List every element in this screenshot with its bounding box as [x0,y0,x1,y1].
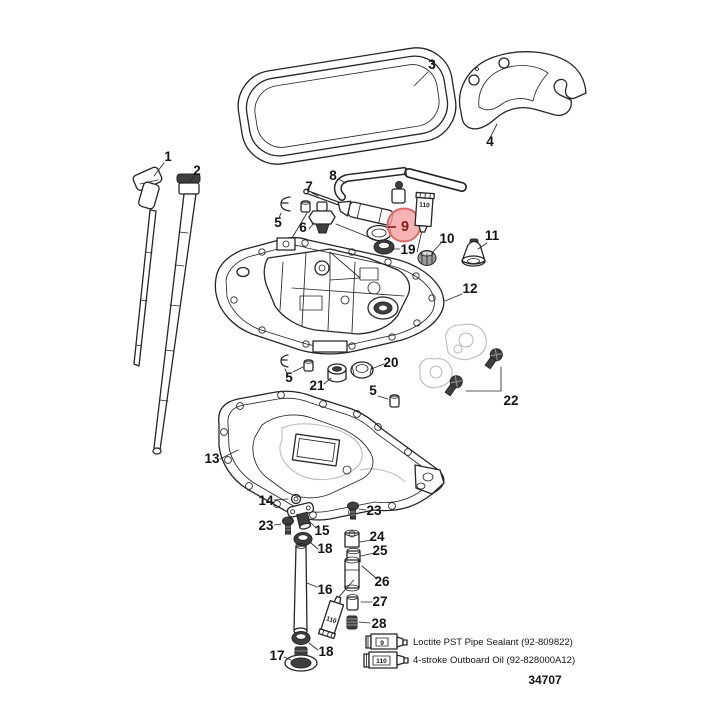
ghost-reference-parts [419,323,487,389]
part-bracket [459,51,587,130]
callout-3: 3 [428,57,436,72]
callout-7: 7 [305,179,313,194]
callout-26: 26 [374,574,390,589]
sealant-tube-icon: 9 [365,633,408,650]
callout-2: 2 [193,163,201,178]
callout-9: 9 [401,219,409,235]
callout-4: 4 [486,134,494,149]
part-cone [461,238,486,267]
part-grommet-19 [373,239,395,255]
callout-17: 17 [269,648,284,663]
callout-15: 15 [314,523,330,538]
part-bushing-27 [346,594,359,611]
callout-25: 25 [372,543,388,558]
callout-11: 11 [485,228,500,243]
part-bushing-21 [327,363,347,383]
part-knurled-plug [417,250,437,266]
plate-bolt-holes [230,239,436,350]
callout-1: 1 [164,149,172,164]
oil-tube-icon-top: 110 [414,191,435,253]
callout-5c: 5 [369,383,377,398]
callout-21: 21 [309,378,325,393]
part-dipstick-handle [132,166,163,367]
part-elbow-15 [286,502,315,530]
part-tube-16 [293,543,308,635]
callout-18b: 18 [318,644,334,659]
callout-27: 27 [372,594,387,609]
part-clip-right [389,394,400,408]
callout-6: 6 [299,220,307,235]
part-bolt-22b [444,375,463,397]
callout-20: 20 [383,355,398,370]
part-bolt-23a [282,516,294,535]
oil-tube-bottom-label: 110 [325,615,338,625]
callout-16: 16 [317,582,333,597]
part-spacer-24 [344,529,360,548]
part-dipstick-cap [152,173,201,455]
callout-24: 24 [369,529,385,544]
callout-14: 14 [258,493,274,508]
legend: 9 Loctite PST Pipe Sealant (92-809822) 1… [363,633,575,687]
part-seal-ring [237,47,457,165]
callout-13: 13 [204,451,220,466]
part-clip-left [280,354,314,372]
callout-28: 28 [371,616,387,631]
callout-5b: 5 [285,370,293,385]
oil-tube-top-label: 110 [419,202,430,210]
part-adapter-plate [214,236,445,355]
leader-lines [153,71,498,661]
part-fitting-9 [337,181,406,226]
leader-22 [465,366,502,392]
part-plug-17 [284,646,318,672]
callout-labels: 1 2 3 4 5 5 5 6 7 8 10 11 12 13 14 15 16… [164,57,518,663]
part-bolt-22a [484,348,503,370]
oil-legend-text: 4-stroke Outboard Oil (92-828000A12) [413,655,575,666]
callout-22: 22 [503,393,518,408]
part-clip-top [280,196,311,239]
sealant-tube-label: 9 [380,640,384,647]
part-oring-14 [290,493,302,505]
part-seal-20 [350,361,374,379]
callout-19: 19 [400,242,415,257]
oil-tube-legend-label: 110 [376,658,387,665]
oil-tube-icon-bottom: 110 [317,579,355,640]
sealant-legend-text: Loctite PST Pipe Sealant (92-809822) [413,637,573,648]
part-filter-28 [346,615,358,630]
callout-23b: 23 [366,503,382,518]
part-grommet-18b [291,631,311,645]
callout-8: 8 [329,168,337,183]
part-sender [308,201,392,247]
part-gasket [218,390,445,521]
gasket-bolt-holes [220,391,412,519]
part-bolt-23b [347,501,359,520]
part-tube-26 [344,556,360,592]
oil-tube-icon-legend: 110 [363,651,409,669]
drawing-number: 34707 [528,673,562,687]
callout-10: 10 [439,231,454,246]
part-hose [333,166,467,201]
callout-5: 5 [274,215,282,230]
callout-18: 18 [317,541,333,556]
callout-23: 23 [258,518,274,533]
callout-12: 12 [462,281,477,296]
